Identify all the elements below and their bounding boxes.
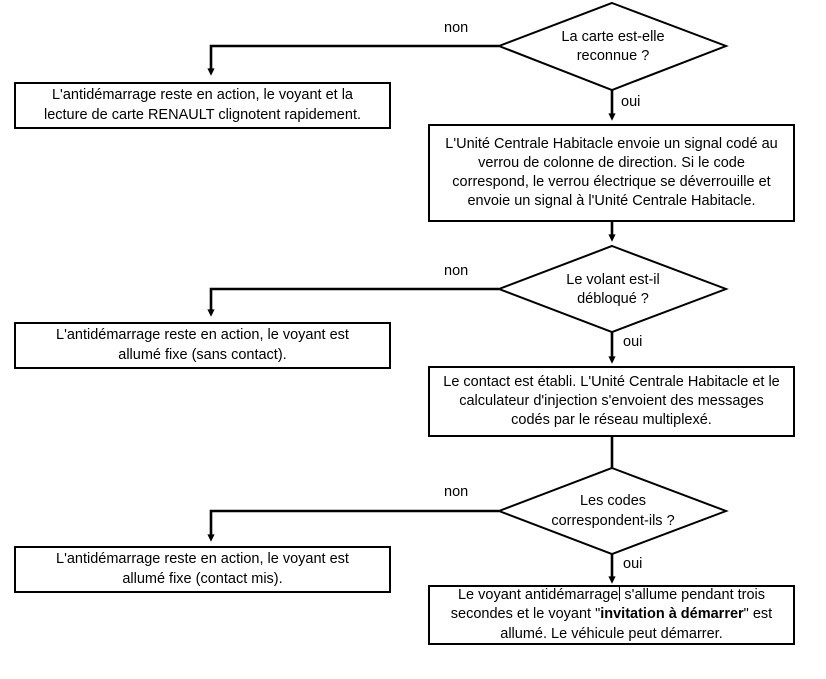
final-box-line-1: Le voyant antidémarrage s'allume pendant… [451,586,772,605]
decision-line-1: Les codes [579,493,647,510]
decision-volant-debloque-label: Le volant est-il débloqué ? [499,246,727,334]
final-text-part1: Le voyant antidémarrage [457,587,619,604]
edge-label-non-2: non [444,263,469,279]
final-text-after: " est [743,606,773,623]
box-line-2: allumé fixe (sans contact). [118,346,287,363]
decision-line-2: correspondent-ils ? [551,512,675,529]
box-line-1: L'Unité Centrale Habitacle envoie un sig… [445,135,778,152]
decision-carte-reconnue[interactable]: La carte est-elle reconnue ? [499,2,727,92]
decision-carte-reconnue-label: La carte est-elle reconnue ? [499,2,727,92]
box-line-1: L'antidémarrage reste en action, le voya… [51,87,353,104]
decision-line-1: La carte est-elle [561,28,665,45]
box-line-1: L'antidémarrage reste en action, le voya… [56,327,349,344]
box-line-2: allumé fixe (contact mis). [122,570,283,587]
edge-label-non-1: non [444,20,469,36]
box-contact-etabli[interactable]: Le contact est établi. L'Unité Centrale … [428,366,795,437]
box-line-4: envoie un signal à l'Unité Centrale Habi… [467,193,756,210]
decision-line-2: débloqué ? [577,291,649,307]
box-antidemarrage-clignotant[interactable]: L'antidémarrage reste en action, le voya… [14,82,391,129]
decision-line-2: reconnue ? [576,48,650,64]
final-text-emphasis: invitation à démarrer [600,606,744,623]
decision-line-1: Le volant est-il [566,271,660,288]
decision-codes-correspondent-label: Les codes correspondent-ils ? [499,468,727,555]
edge-label-oui-1: oui [621,94,641,110]
box-line-3: codés par le réseau multiplexé. [511,412,712,429]
box-line-2: calculateur d'injection s'envoient des m… [459,392,764,409]
final-text-before: secondes et le voyant " [450,606,601,623]
box-line-1: Le contact est établi. L'Unité Centrale … [443,373,780,390]
box-line-3: correspond, le verrou électrique se déve… [452,174,771,190]
edge-label-oui-3: oui [623,556,643,572]
final-box-line-3: allumé. Le véhicule peut démarrer. [500,625,723,642]
edge-label-non-3: non [444,484,469,500]
edge-label-oui-2: oui [623,334,643,350]
box-voyant-antidemarrage-final[interactable]: Le voyant antidémarrage s'allume pendant… [428,585,795,645]
box-antidemarrage-contact-mis[interactable]: L'antidémarrage reste en action, le voya… [14,546,391,593]
box-line-2: lecture de carte RENAULT clignotent rapi… [43,106,361,123]
final-text-part2: s'allume pendant trois [620,587,766,604]
box-line-2: verrou de colonne de direction. Si le co… [478,154,745,171]
box-signal-code-verrou[interactable]: L'Unité Centrale Habitacle envoie un sig… [428,124,795,222]
text-caret-icon [618,586,620,602]
box-line-1: L'antidémarrage reste en action, le voya… [56,551,349,568]
box-antidemarrage-sans-contact[interactable]: L'antidémarrage reste en action, le voya… [14,322,391,369]
decision-volant-debloque[interactable]: Le volant est-il débloqué ? [499,246,727,334]
decision-codes-correspondent[interactable]: Les codes correspondent-ils ? [499,468,727,555]
final-box-line-2: secondes et le voyant "invitation à déma… [451,605,772,624]
